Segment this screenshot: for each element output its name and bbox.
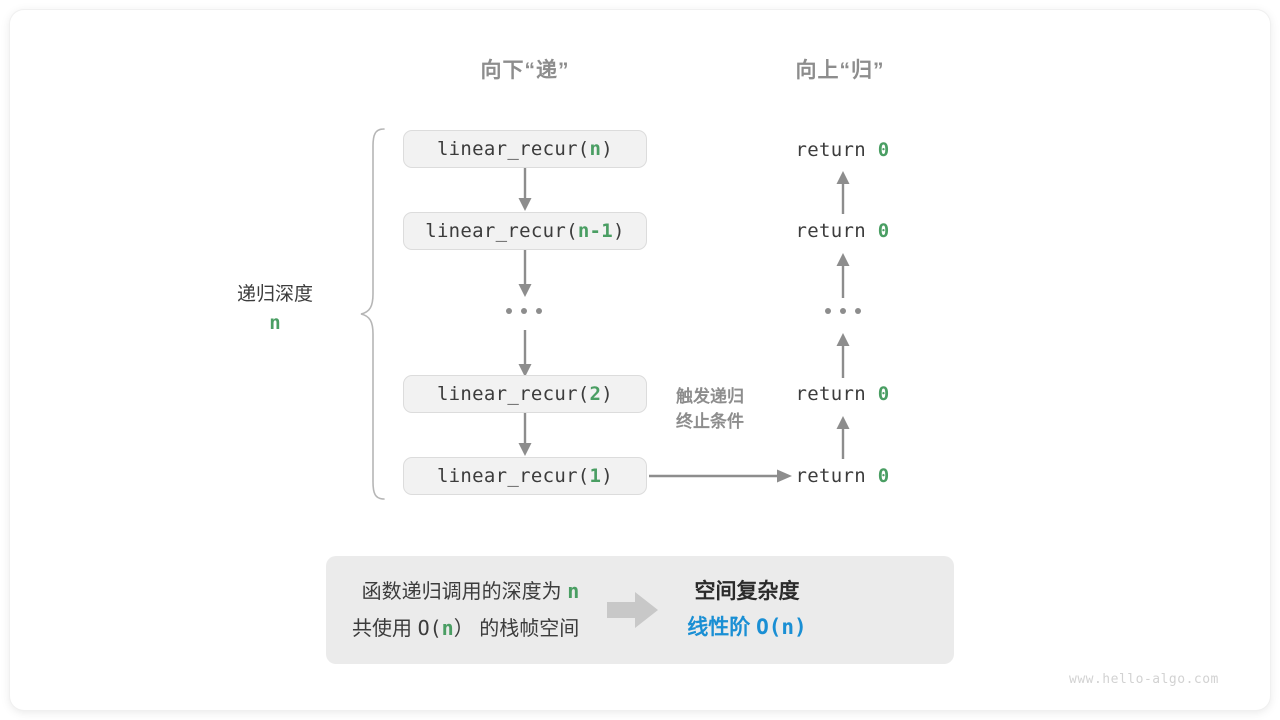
call-box-2: linear_recur(2) [403,375,647,413]
down-arrow-3 [518,330,532,377]
ellipsis-dot [855,308,861,314]
summary-left: 函数递归调用的深度为 n 共使用 O(n） 的栈帧空间 [326,573,579,647]
up-arrow-1 [836,171,850,214]
summary-left-line-1-text: 函数递归调用的深度为 [361,581,562,603]
recursion-depth-value: n [269,312,281,335]
termination-note: 触发递归 终止条件 [645,385,775,434]
call-box-1-suffix: ) [601,465,614,487]
up-arrow-4 [836,416,850,459]
summary-left-line-2-n: n [441,616,454,640]
call-box-n-minus-1-suffix: ) [613,220,625,242]
summary-left-line-2: 共使用 O(n） 的栈帧空间 [352,610,579,647]
recursion-depth-text: 递归深度 [236,284,313,305]
call-box-1-arg: 1 [589,465,602,487]
return-value: 0 [877,139,890,161]
return-keyword: return [795,220,866,242]
call-box-n: linear_recur(n) [403,130,647,168]
down-arrow-4 [518,413,532,456]
summary-left-line-1: 函数递归调用的深度为 n [352,573,580,610]
return-ellipsis [825,308,861,314]
call-stack-ellipsis [506,308,542,314]
call-box-2-arg: 2 [589,383,602,405]
return-value: 0 [877,465,890,487]
call-box-n-suffix: ) [601,138,614,160]
summary-complexity-order: 线性阶 [687,615,751,639]
call-box-n-minus-1-prefix: linear_recur( [425,220,578,242]
termination-note-line2: 终止条件 [676,411,744,431]
summary-complexity-notation: O(n) [756,614,807,639]
ellipsis-dot [840,308,846,314]
return-label-1: return 0 [735,139,950,161]
summary-left-line-2-tail: 的栈帧空间 [479,618,580,640]
depth-brace [360,128,385,500]
up-arrow-2 [836,253,850,298]
return-label-2: return 0 [735,220,950,242]
return-keyword: return [795,465,866,487]
watermark: www.hello-algo.com [1069,672,1219,687]
down-arrow-1 [518,168,532,211]
summary-left-line-1-n: n [567,579,580,603]
call-box-2-suffix: ) [601,383,614,405]
summary-complexity-title: 空间复杂度 [694,579,800,603]
termination-note-line1: 触发递归 [676,387,744,406]
right-block-arrow-icon [607,592,659,628]
return-label-4: return 0 [735,465,950,487]
summary-left-line-2-text: 共使用 [352,618,412,640]
summary-complexity-value: 线性阶 O(n) [687,610,806,646]
return-value: 0 [877,220,890,242]
call-box-n-minus-1: linear_recur(n-1) [403,212,647,250]
down-arrow-2 [518,250,532,297]
call-box-n-arg: n [589,138,602,160]
call-box-2-prefix: linear_recur( [436,383,590,405]
return-value: 0 [877,383,890,405]
ellipsis-dot [521,308,527,314]
summary-left-line-2-o: O( [417,616,442,640]
up-arrow-3 [836,333,850,378]
heading-recurse-down: 向下“递” [480,59,570,82]
return-label-3: return 0 [735,383,950,405]
ellipsis-dot [506,308,512,314]
ellipsis-dot [825,308,831,314]
call-box-1-prefix: linear_recur( [436,465,590,487]
call-box-n-prefix: linear_recur( [436,138,590,160]
summary-right: 空间复杂度 线性阶 O(n) [687,575,806,645]
ellipsis-dot [536,308,542,314]
terminate-arrow [649,469,792,483]
return-keyword: return [795,139,866,161]
call-box-1: linear_recur(1) [403,457,647,495]
return-keyword: return [795,383,866,405]
summary-arrow [607,591,659,629]
recursion-depth-label: 递归深度 n [180,280,370,339]
summary-panel: 函数递归调用的深度为 n 共使用 O(n） 的栈帧空间 空间复杂度 线性阶 O(… [326,556,954,664]
call-box-n-minus-1-arg: n-1 [577,220,614,242]
summary-left-line-2-close: ） [453,618,474,640]
heading-return-up: 向上“归” [795,59,885,82]
